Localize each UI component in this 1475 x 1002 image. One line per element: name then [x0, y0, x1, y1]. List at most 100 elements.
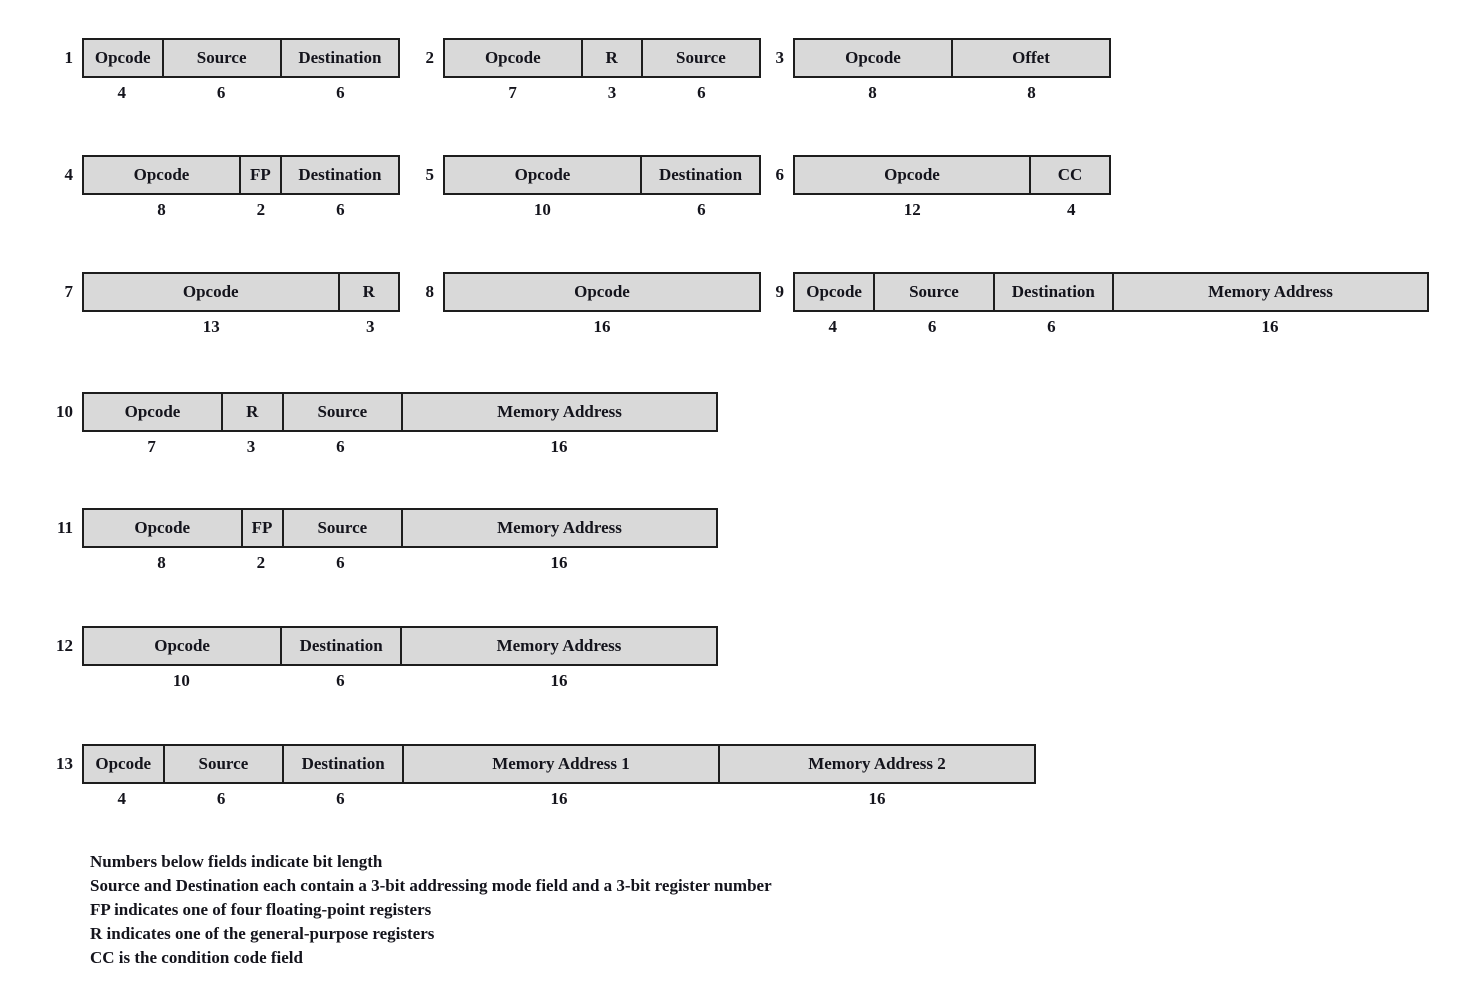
bit-length-label: 4: [117, 83, 127, 102]
note-line-5: CC is the condition code field: [90, 948, 303, 967]
bit-length-label: 10: [533, 200, 551, 219]
format-box: Opcode Offet: [793, 38, 1111, 78]
field-opcode: Opcode: [445, 40, 583, 76]
field-opcode: Opcode: [84, 510, 243, 546]
bit-length-label: 8: [868, 83, 877, 102]
field-r: R: [223, 394, 284, 430]
bit-length-label: 7: [147, 437, 156, 456]
bit-length-label: 16: [550, 671, 568, 690]
note-line-2: Source and Destination each contain a 3-…: [90, 876, 772, 895]
field-cc: CC: [1057, 165, 1083, 184]
field-opcode: Opcode: [574, 282, 630, 301]
format-number: 1: [64, 48, 74, 67]
field-memory-address: Memory Address: [497, 518, 622, 537]
bit-length-row: 10 6 16: [82, 671, 718, 691]
bit-length-label: 6: [336, 671, 345, 690]
field-opcode: Opcode: [84, 746, 165, 782]
field-r: R: [583, 40, 643, 76]
figure-notes: Numbers below fields indicate bit length…: [90, 850, 772, 970]
field-fp: FP: [241, 157, 282, 193]
bit-length-label: 6: [336, 83, 345, 102]
bit-length-label: 3: [365, 317, 375, 336]
field-destination: Destination: [282, 628, 402, 664]
field-source: Source: [875, 274, 995, 310]
bit-length-label: 4: [828, 317, 838, 336]
field-offet: Offet: [1012, 48, 1050, 67]
field-destination: Destination: [658, 165, 743, 184]
field-destination: Destination: [298, 165, 382, 184]
field-opcode: Opcode: [84, 157, 241, 193]
bit-length-label: 4: [117, 789, 127, 808]
field-opcode: Opcode: [84, 628, 283, 664]
field-opcode: Opcode: [84, 40, 164, 76]
field-source: Source: [676, 48, 726, 67]
format-number: 3: [775, 48, 785, 67]
format-number: 7: [64, 282, 74, 301]
note-line-4: R indicates one of the general-purpose r…: [90, 924, 435, 943]
field-source: Source: [284, 394, 403, 430]
field-destination: Destination: [284, 746, 404, 782]
field-opcode: Opcode: [795, 157, 1031, 193]
format-number: 2: [425, 48, 435, 67]
field-destination: Destination: [995, 274, 1114, 310]
field-r: R: [362, 282, 375, 301]
bit-length-label: 6: [697, 83, 706, 102]
note-line-1: Numbers below fields indicate bit length: [90, 852, 383, 871]
format-number: 11: [56, 518, 73, 537]
format-number: 12: [56, 636, 73, 655]
bit-length-label: 10: [172, 671, 190, 690]
note-line-3: FP indicates one of four floating-point …: [90, 900, 432, 919]
bit-length-label: 6: [927, 317, 937, 336]
format-box: Opcode: [443, 272, 761, 312]
bit-length-label: 16: [550, 553, 568, 572]
format-number: 6: [775, 165, 785, 184]
field-opcode: Opcode: [445, 157, 642, 193]
bit-length-label: 6: [216, 789, 226, 808]
bit-length-label: 6: [336, 200, 345, 219]
format-box: Opcode CC: [793, 155, 1111, 195]
format-number: 5: [425, 165, 435, 184]
field-opcode: Opcode: [795, 274, 876, 310]
bit-length-label: 6: [216, 83, 226, 102]
bit-length-label: 13: [202, 317, 220, 336]
bit-length-label: 2: [256, 553, 266, 572]
field-opcode: Opcode: [795, 40, 953, 76]
format-body: Opcode 16: [443, 272, 761, 337]
field-source: Source: [165, 746, 285, 782]
format-box: Opcode Destination: [443, 155, 761, 195]
bit-length-label: 8: [157, 200, 166, 219]
field-source: Source: [284, 510, 403, 546]
bit-length-row: 16: [443, 317, 761, 337]
bit-length-label: 16: [593, 317, 611, 336]
bit-length-label: 6: [1047, 317, 1056, 336]
field-opcode: Opcode: [84, 394, 223, 430]
